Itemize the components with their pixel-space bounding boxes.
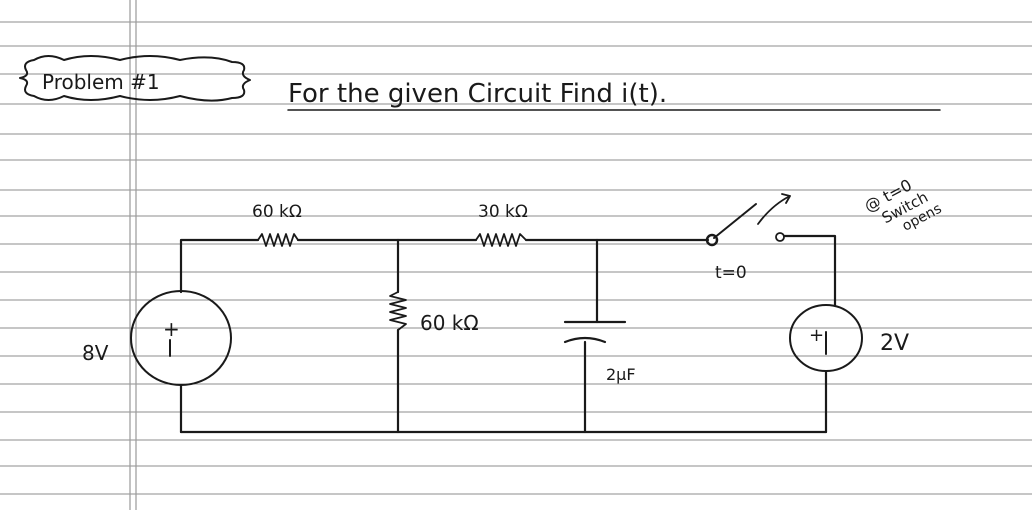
resistor-r3-label: 60 kΩ <box>420 311 479 335</box>
resistor-r2-label: 30 kΩ <box>478 202 528 222</box>
circuit-wires <box>179 234 837 434</box>
resistor-r1-label: 60 kΩ <box>252 202 302 222</box>
voltage-source-left-polarity: + <box>163 317 180 341</box>
capacitor <box>563 320 627 344</box>
voltage-source-right-value: 2V <box>880 331 909 356</box>
capacitor-label: 2μF <box>606 365 636 384</box>
switch <box>705 193 791 247</box>
problem-frame <box>19 55 251 102</box>
problem-label: Problem #1 <box>42 70 160 94</box>
switch-time-label: t=0 <box>715 263 747 283</box>
resistor-r3 <box>389 291 407 331</box>
resistor-r1 <box>257 233 299 247</box>
switch-note: @ t=0 Switch opens <box>861 175 944 234</box>
voltage-source-right-polarity: + <box>809 325 824 346</box>
voltage-source-left-value: 8V <box>82 341 109 365</box>
problem-instruction: For the given Circuit Find i(t). <box>288 79 667 109</box>
voltage-source-left <box>130 290 232 386</box>
switch-arrow-icon <box>757 193 791 225</box>
margin-line <box>129 0 137 510</box>
resistor-r2 <box>475 233 527 247</box>
ruled-lines <box>0 21 1032 495</box>
voltage-source-right <box>789 304 863 372</box>
